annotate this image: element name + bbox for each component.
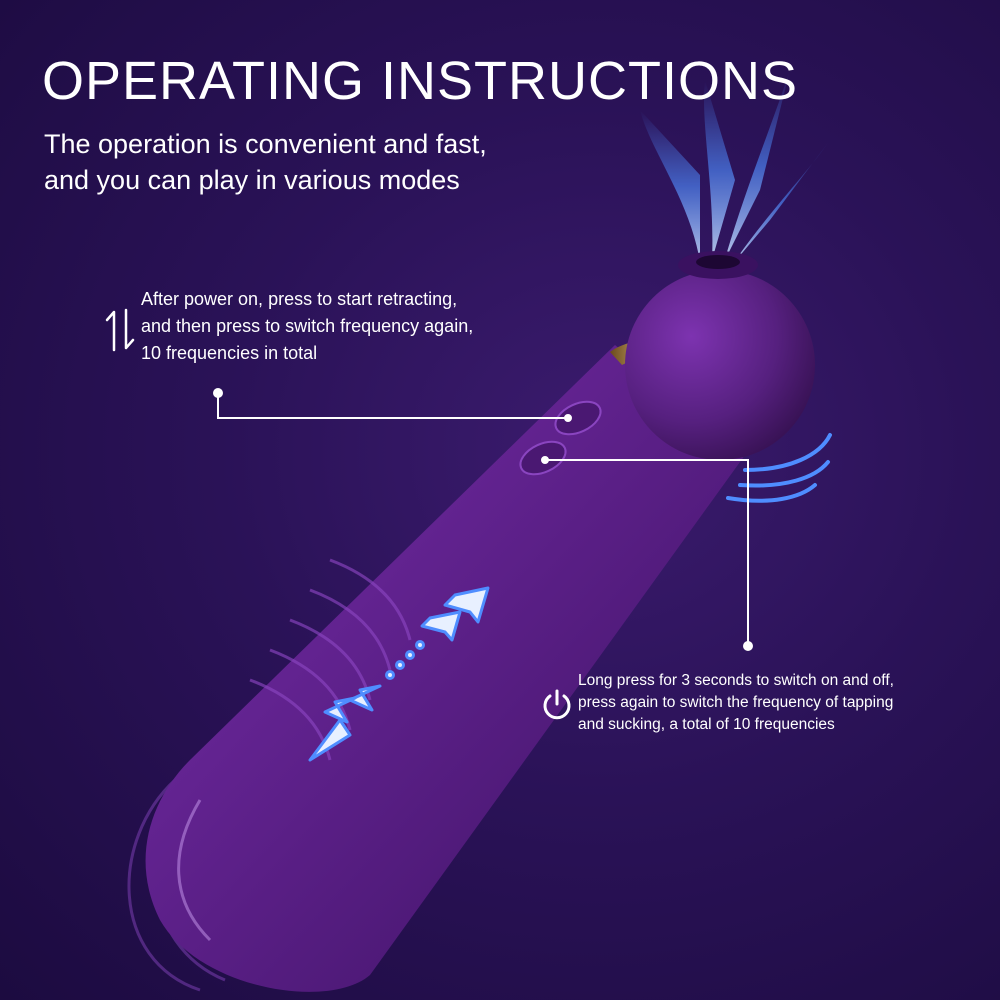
callout-line: and sucking, a total of 10 frequencies	[578, 716, 835, 733]
air-jet-effect	[640, 70, 830, 265]
callout-line: and then press to switch frequency again…	[141, 316, 474, 336]
retract-arrows-icon	[105, 308, 135, 352]
power-button-callout: Long press for 3 seconds to switch on an…	[578, 670, 978, 736]
page-subtitle: The operation is convenient and fast, an…	[44, 126, 604, 198]
leader-lines	[213, 388, 753, 651]
suction-head	[625, 251, 815, 460]
retract-button-callout: After power on, press to start retractin…	[141, 286, 581, 367]
callout-line: Long press for 3 seconds to switch on an…	[578, 672, 894, 689]
callout-line: press again to switch the frequency of t…	[578, 694, 894, 711]
vibration-waves	[726, 433, 832, 503]
callout-line: After power on, press to start retractin…	[141, 289, 458, 309]
subtitle-line: and you can play in various modes	[44, 165, 460, 195]
callout-line: 10 frequencies in total	[141, 343, 318, 363]
thrust-direction-arrows	[308, 586, 490, 762]
page-title: OPERATING INSTRUCTIONS	[42, 51, 799, 111]
power-icon	[543, 689, 571, 720]
device-body	[145, 345, 746, 992]
subtitle-line: The operation is convenient and fast,	[44, 129, 487, 159]
